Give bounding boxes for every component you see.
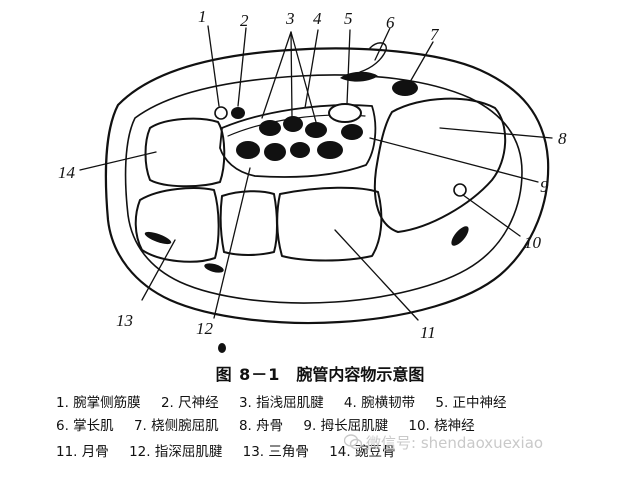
- tendon: [341, 124, 363, 140]
- legend-item: 13. 三角骨: [242, 444, 309, 460]
- median-nerve: [328, 103, 362, 123]
- callout-3: 3: [285, 9, 295, 28]
- ulnar-nerve: [214, 106, 228, 120]
- legend-item: 9. 拇长屈肌腱: [303, 418, 389, 434]
- ulnar-structure: [231, 107, 245, 119]
- legend-item: 6. 掌长肌: [56, 418, 114, 434]
- callout-14: 14: [58, 163, 76, 182]
- callout-5: 5: [344, 9, 353, 28]
- legend-row-1: 1. 腕掌侧筋膜 2. 尺神经 3. 指浅屈肌腱 4. 腕横韧带 5. 正中神经: [56, 391, 523, 411]
- legend-item: 2. 尺神经: [160, 395, 219, 411]
- legend-item: 5. 正中神经: [435, 395, 507, 411]
- legend-item: 12. 指深屈肌腱: [129, 444, 223, 460]
- wrist-outline: [104, 47, 550, 325]
- legend-item: 10. 桡神经: [408, 418, 475, 434]
- legend-item: 8. 舟骨: [238, 418, 284, 434]
- palmaris-longus: [340, 71, 378, 82]
- tendon: [283, 116, 303, 132]
- flexor-carpi-radialis: [392, 80, 418, 96]
- legend-row-3: 11. 月骨 12. 指深屈肌腱 13. 三角骨 14. 豌豆骨: [56, 440, 411, 460]
- tendon: [236, 141, 260, 159]
- callout-4: 4: [313, 9, 322, 28]
- bone-14-pisiform: [144, 117, 226, 188]
- watermark-text: 微信号: shendaoxuexiao: [366, 434, 544, 452]
- bone-mid-carpal: [219, 190, 278, 256]
- callout-12: 12: [196, 319, 214, 338]
- fascia-outline: [124, 74, 523, 304]
- transverse-carpal-ligament: [219, 104, 377, 178]
- callout-6: 6: [386, 13, 395, 32]
- bone-11-lunate: [276, 186, 383, 262]
- callout-8: 8: [558, 129, 567, 148]
- callout-10: 10: [524, 233, 542, 252]
- watermark: 微信号: shendaoxuexiao: [344, 432, 543, 453]
- figure-title: 腕管内容物示意图: [296, 365, 425, 384]
- legend-item: 1. 腕掌侧筋膜: [56, 395, 141, 411]
- bone-8-scaphoid: [373, 97, 507, 233]
- callout-9: 9: [540, 177, 549, 196]
- tendon: [290, 142, 310, 158]
- legend-item: 7. 桡侧腕屈肌: [133, 418, 219, 434]
- bone-13-triquetrum: [134, 187, 220, 263]
- legend-item: 3. 指浅屈肌腱: [238, 395, 324, 411]
- callout-2: 2: [240, 11, 249, 30]
- tendon: [259, 120, 281, 136]
- radial-nerve: [453, 183, 467, 197]
- legend-item: 14. 豌豆骨: [329, 444, 396, 460]
- tendon: [305, 122, 327, 138]
- tendon: [264, 143, 286, 161]
- callout-1: 1: [198, 7, 207, 26]
- tendon: [317, 141, 343, 159]
- callout-13: 13: [116, 311, 133, 330]
- legend-row-2: 6. 掌长肌 7. 桡侧腕屈肌 8. 舟骨 9. 拇长屈肌腱 10. 桡神经: [56, 414, 491, 434]
- figure-number: 图 8－1: [215, 365, 281, 384]
- wechat-icon: [344, 434, 362, 450]
- carpal-tunnel-diagram: 1 2 3 4 5 6 7 8 9 10 11 12 13 14: [58, 7, 567, 353]
- callout-11: 11: [420, 323, 436, 342]
- legend-item: 11. 月骨: [56, 444, 109, 460]
- callout-7: 7: [430, 25, 440, 44]
- legend-item: 4. 腕横韧带: [343, 395, 416, 411]
- figure-caption: 图 8－1 腕管内容物示意图: [0, 361, 640, 385]
